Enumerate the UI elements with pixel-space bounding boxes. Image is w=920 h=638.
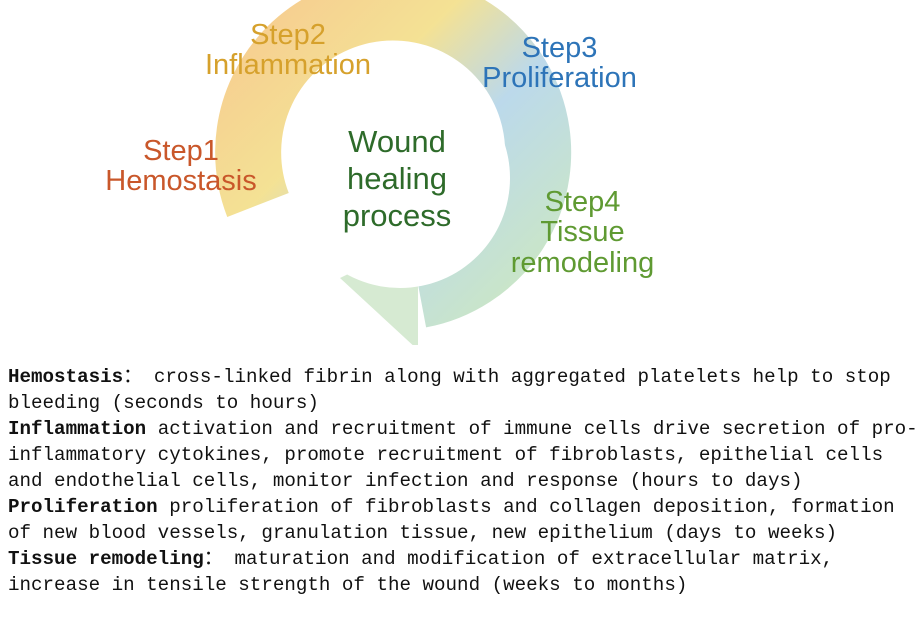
- cycle-ring-arc: [215, 0, 572, 328]
- sep-hemostasis: ：: [123, 366, 143, 388]
- step2-inflammation-label: Step2 Inflammation: [204, 19, 371, 82]
- cycle-center-disc: [290, 68, 510, 288]
- description-hemostasis: Hemostasis： cross-linked fibrin along wi…: [8, 364, 918, 416]
- step4-tissue-remodeling-label: Step4 Tissue remodeling: [510, 186, 655, 279]
- text-inflammation: activation and recruitment of immune cel…: [8, 418, 918, 492]
- term-proliferation: Proliferation: [8, 496, 158, 518]
- description-tissue-remodeling: Tissue remodeling： maturation and modifi…: [8, 546, 918, 598]
- text-tissue-remodeling: maturation and modification of extracell…: [8, 548, 834, 596]
- term-hemostasis: Hemostasis: [8, 366, 124, 388]
- wound-healing-cycle: [215, 0, 572, 345]
- text-proliferation: proliferation of fibroblasts and collage…: [8, 496, 895, 544]
- text-hemostasis: cross-linked fibrin along with aggregate…: [8, 366, 891, 414]
- term-tissue-remodeling: Tissue remodeling: [8, 548, 204, 570]
- description-proliferation: Proliferation proliferation of fibroblas…: [8, 494, 918, 546]
- center-title: Wound healing process: [342, 124, 452, 234]
- step1-hemostasis-label: Step1 Hemostasis: [105, 135, 257, 198]
- term-inflammation: Inflammation: [8, 418, 147, 440]
- description-inflammation: Inflammation activation and recruitment …: [8, 416, 918, 494]
- description-text: Hemostasis： cross-linked fibrin along wi…: [8, 364, 918, 598]
- sep-tissue-remodeling: ：: [203, 548, 223, 570]
- step3-proliferation-label: Step3 Proliferation: [482, 32, 637, 95]
